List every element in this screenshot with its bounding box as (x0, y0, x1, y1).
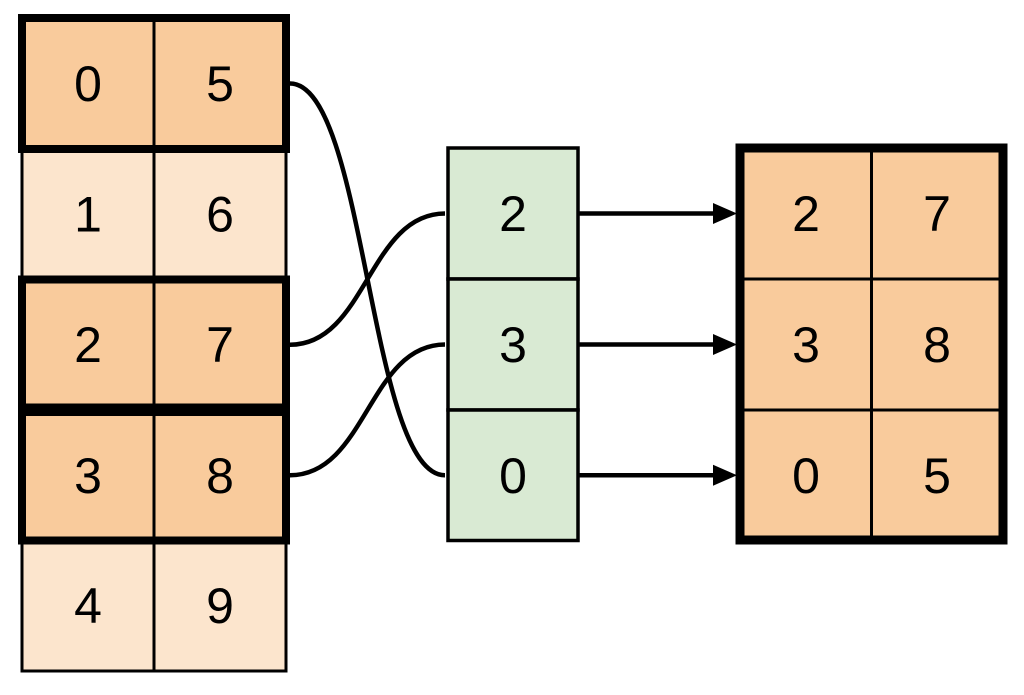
source-cell (20, 16, 156, 151)
index-column: 2 3 0 (446, 146, 580, 543)
result-cell (870, 408, 1005, 542)
source-cell-value: 0 (74, 56, 102, 112)
source-cell-value: 3 (74, 448, 102, 504)
source-cell (20, 539, 156, 673)
source-cell (152, 408, 288, 542)
result-table-frame (735, 143, 1008, 545)
index-cell (446, 146, 580, 281)
source-cell-value: 7 (206, 317, 234, 373)
source-cell (152, 147, 288, 281)
arrowhead-index-3-to-result-row-1 (713, 334, 737, 355)
source-cell-value: 8 (206, 448, 234, 504)
selection-outline-row-0 (18, 14, 290, 153)
source-cell-value: 1 (74, 187, 102, 243)
source-cell-value: 5 (206, 56, 234, 112)
result-table: 2 7 3 8 0 5 (735, 143, 1008, 545)
index-cell (446, 277, 580, 412)
result-cell-value: 7 (923, 186, 951, 242)
source-cell (152, 539, 288, 673)
index-cell-value: 2 (499, 186, 527, 242)
index-cell-value: 3 (499, 317, 527, 373)
result-cell-value: 3 (792, 317, 820, 373)
source-cell-value: 9 (206, 578, 234, 634)
arrowhead-index-2-to-result-row-0 (713, 203, 737, 224)
result-cell-value: 0 (792, 448, 820, 504)
index-cell (446, 408, 580, 543)
index-cell-value: 0 (499, 448, 527, 504)
curve-source-row-3-to-index-3 (289, 342, 446, 478)
source-cell-value: 2 (74, 317, 102, 373)
source-table: 0 5 1 6 2 7 3 8 4 9 (18, 14, 290, 673)
selection-outline-row-2 (18, 275, 290, 412)
result-cell-value: 2 (792, 186, 820, 242)
result-cell (738, 408, 873, 542)
source-cell (152, 278, 288, 412)
source-cell-value: 4 (74, 578, 102, 634)
connections (289, 81, 737, 486)
source-cell (152, 16, 288, 151)
result-cell-value: 5 (923, 448, 951, 504)
curve-source-row-2-to-index-2 (289, 211, 446, 347)
source-cell-value: 6 (206, 187, 234, 243)
result-cell-value: 8 (923, 317, 951, 373)
arrowhead-index-0-to-result-row-2 (713, 464, 737, 486)
selection-outline-row-3 (18, 408, 290, 545)
